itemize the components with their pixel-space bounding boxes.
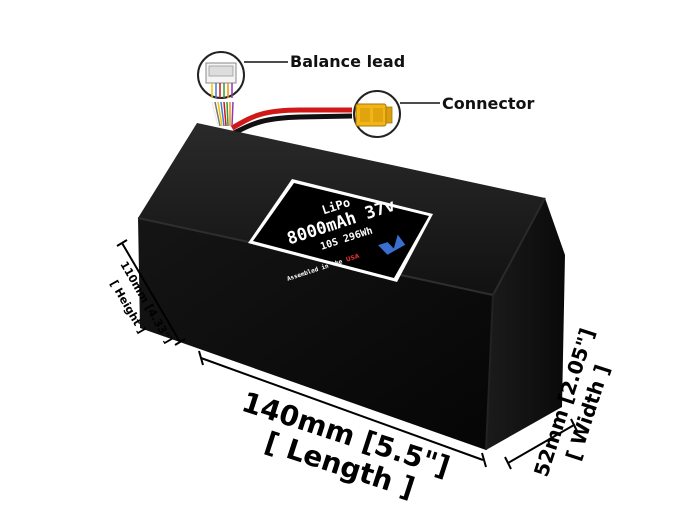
balance-lead-callout — [197, 51, 288, 99]
power-lead — [230, 107, 353, 137]
balance-lead-wires — [211, 101, 234, 127]
connector-label: Connector — [442, 94, 534, 113]
brand-logo-icon — [378, 234, 406, 255]
battery-pack — [137, 123, 565, 451]
balance-lead-label: Balance lead — [290, 52, 405, 71]
label-country: USA — [345, 253, 361, 264]
connector-callout — [353, 90, 440, 138]
battery-label: LiPo 8000mAh 37v 10S 296Wh Assembled in … — [248, 179, 433, 283]
